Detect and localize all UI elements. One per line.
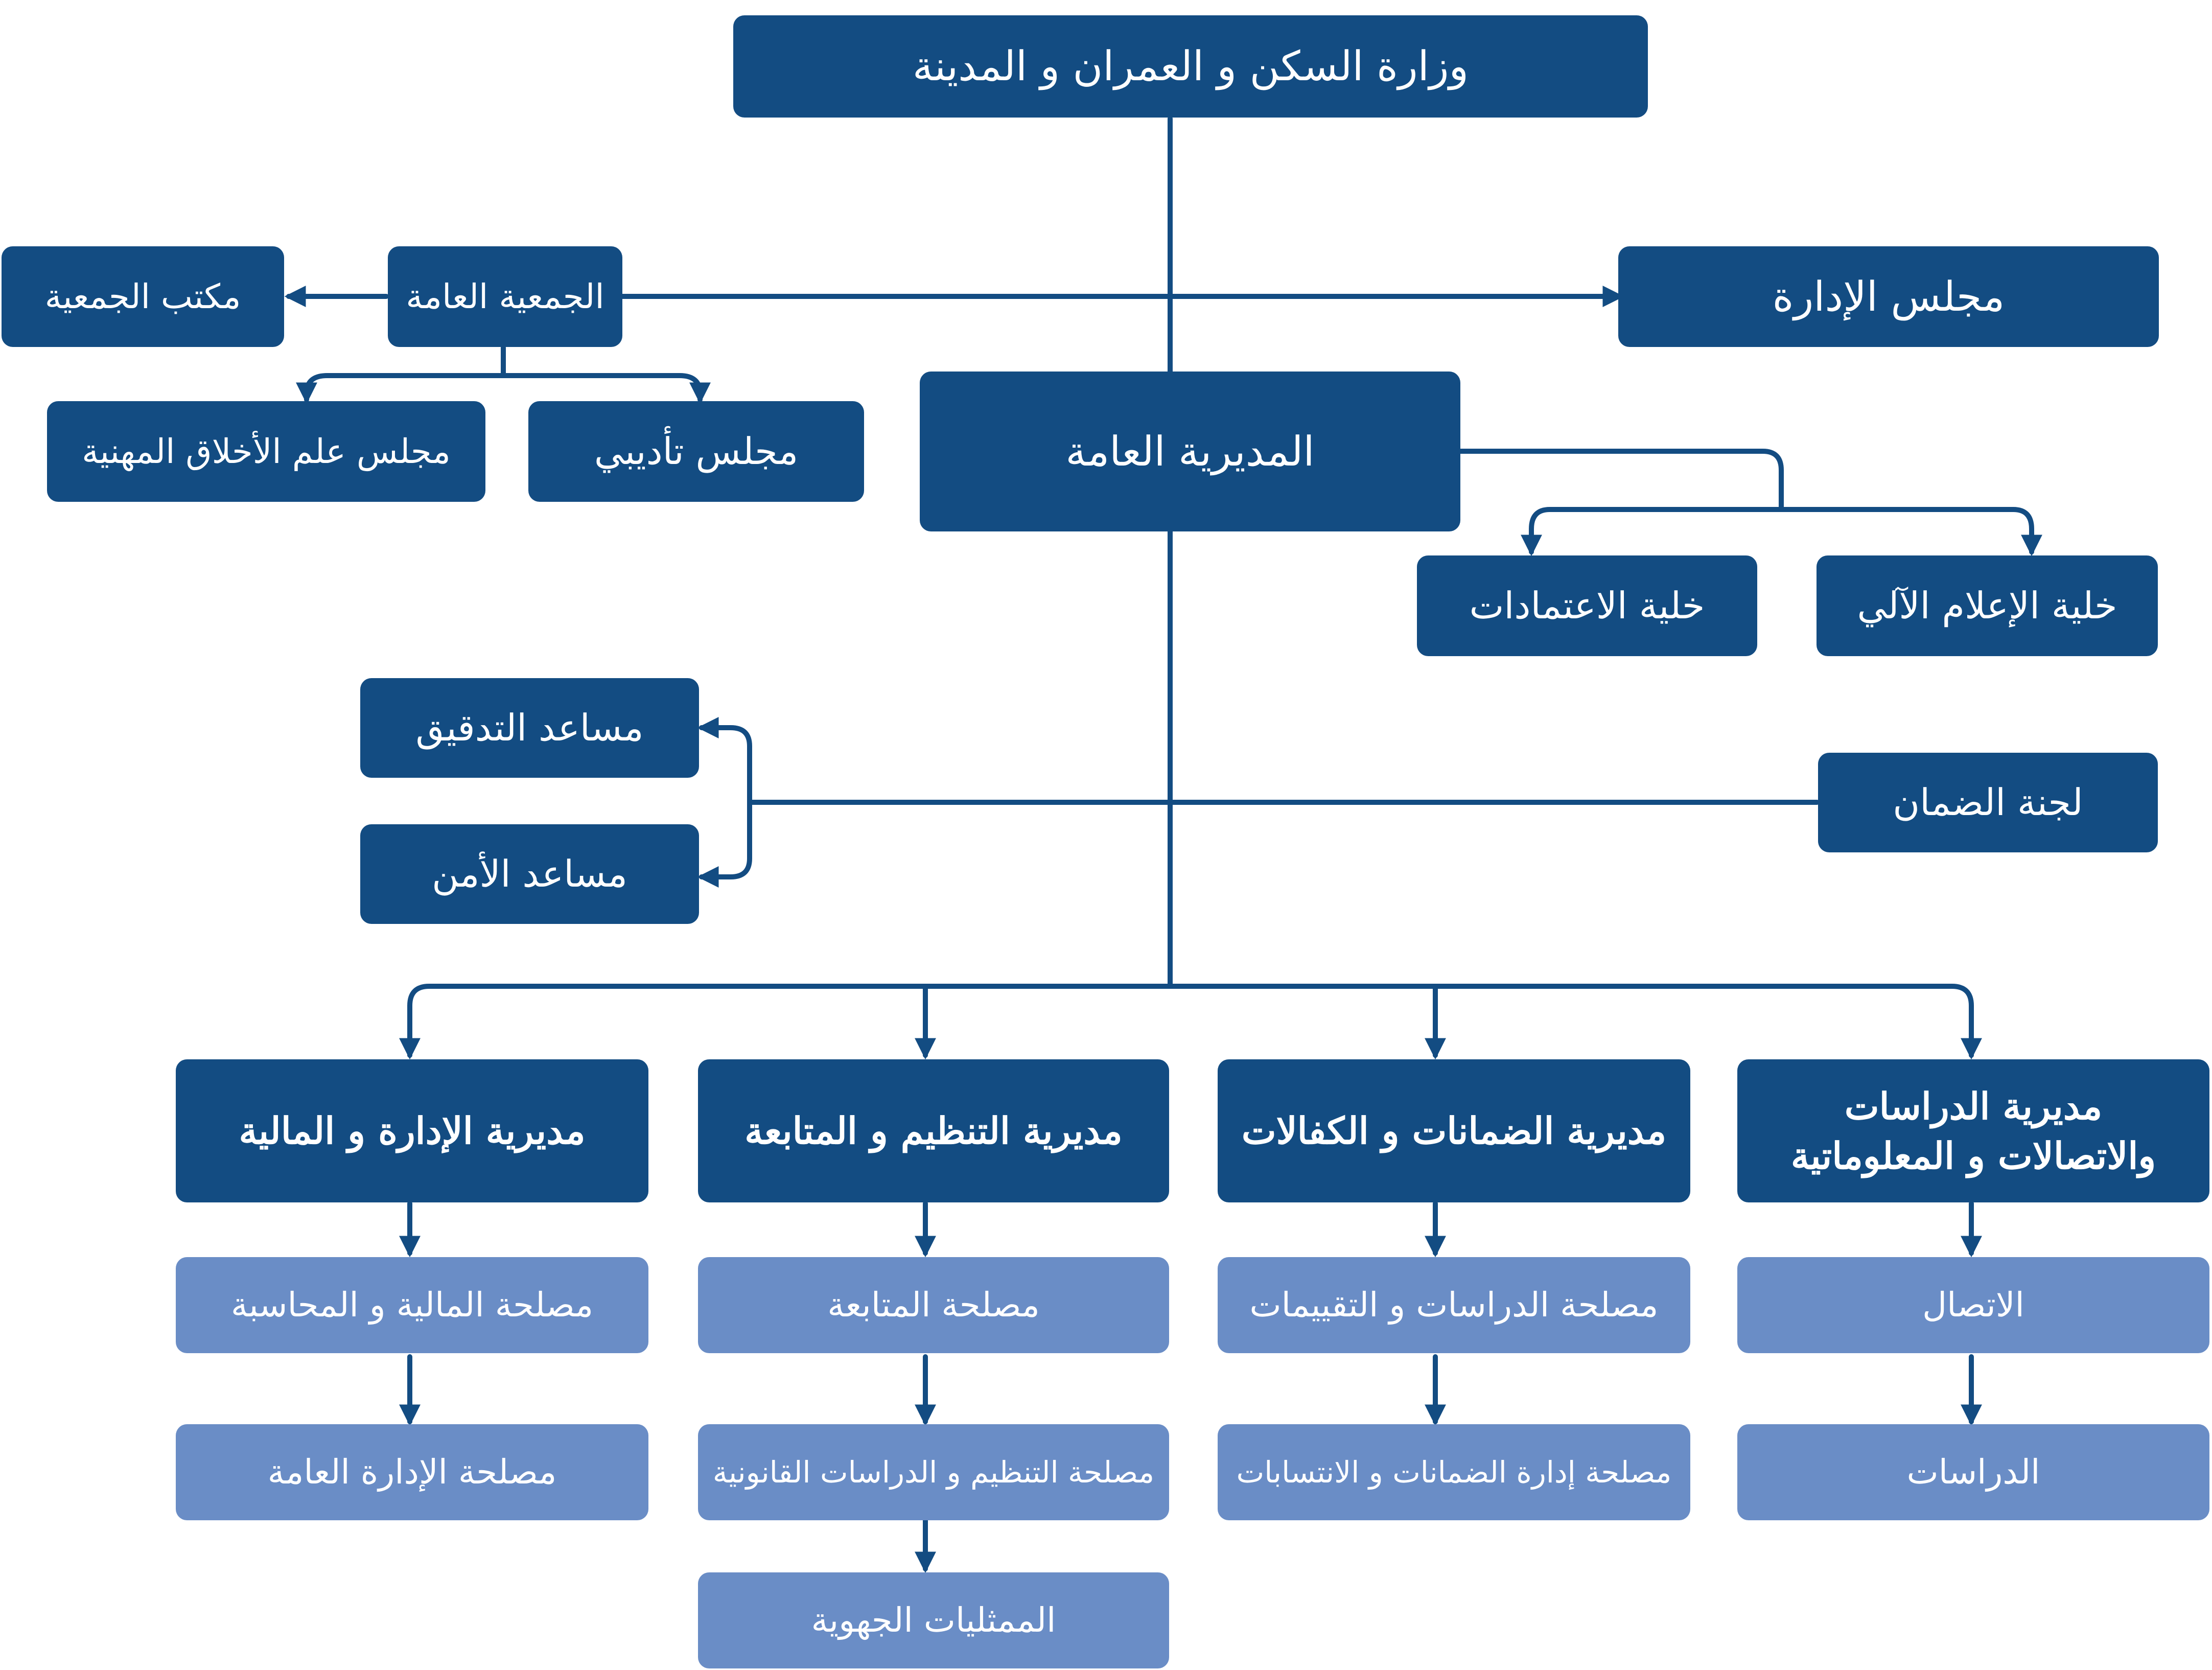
board-box: مجلس الإدارة [1618, 246, 2159, 347]
dir-admin-finance-box: مديرية الإدارة و المالية [176, 1059, 648, 1202]
security-assistant-box: مساعد الأمن [360, 824, 699, 924]
dir-guarantees-box: مديرية الضمانات و الكفالات [1218, 1059, 1690, 1202]
assembly-ethics-connector [296, 373, 506, 404]
svc-regulation-legal-box: مصلحة التنظيم و الدراسات القانونية [698, 1424, 1169, 1520]
dir-regulation-box: مديرية التنظيم و المتابعة [698, 1059, 1169, 1202]
svc-studies-box: الدراسات [1737, 1424, 2209, 1520]
audit-assistant-arrow [697, 717, 752, 805]
directorate-cells-connector [1457, 449, 1784, 512]
svc-finance-accounting-box: مصلحة المالية و المحاسبة [176, 1257, 648, 1353]
it-cell-arrow [1779, 507, 2042, 556]
svc-studies-evaluations-box: مصلحة الدراسات و التقييمات [1218, 1257, 1690, 1353]
guarantee-committee-box: لجنة الضمان [1818, 753, 2158, 852]
ministry-box: وزارة السكن و العمران و المدينة [733, 15, 1648, 118]
disciplinary-council-box: مجلس تأديبي [528, 401, 864, 502]
it-cell-box: خلية الإعلام الآلي [1817, 555, 2158, 656]
general-directorate-box: المديرية العامة [920, 372, 1460, 531]
assembly-office-box: مكتب الجمعية [2, 246, 284, 347]
dir-studies-box: مديرية الدراسات والاتصالات و المعلوماتية [1737, 1059, 2209, 1202]
general-assembly-box: الجمعية العامة [388, 246, 622, 347]
svc-regional-box: الممثليات الجهوية [698, 1572, 1169, 1668]
svc-followup-box: مصلحة المتابعة [698, 1257, 1169, 1353]
ethics-council-box: مجلس علم الأخلاق المهنية [47, 401, 485, 502]
audit-assistant-box: مساعد التدقيق [360, 678, 699, 778]
directorates-bar [1168, 984, 1982, 1060]
directorates-bar-left [399, 984, 1173, 1060]
svc-general-admin-box: مصلحة الإدارة العامة [176, 1424, 648, 1520]
assembly-councils-connector [501, 345, 711, 404]
accreditation-cell-arrow [1521, 507, 1784, 556]
svc-guarantee-mgmt-box: مصلحة إدارة الضمانات و الانتسابات [1218, 1424, 1690, 1520]
svc-communication-box: الاتصال [1737, 1257, 2209, 1353]
security-assistant-arrow [697, 800, 752, 888]
accreditation-cell-box: خلية الاعتمادات [1417, 555, 1757, 656]
